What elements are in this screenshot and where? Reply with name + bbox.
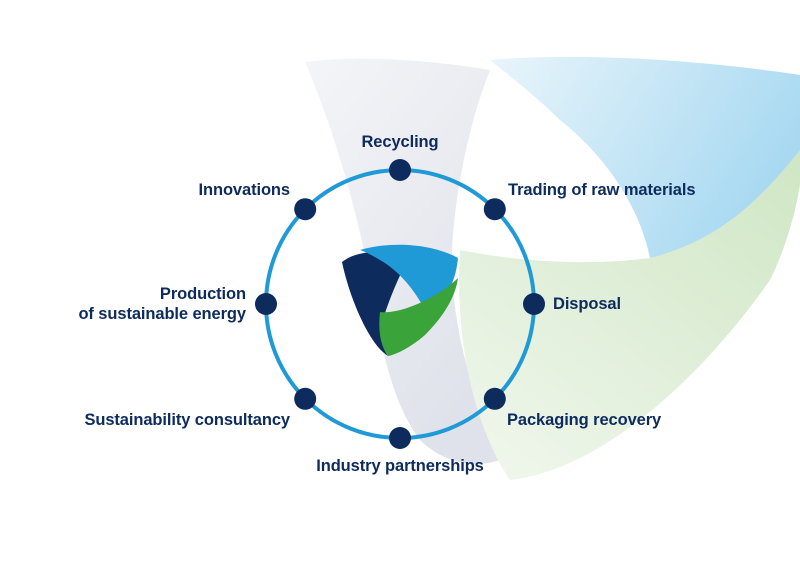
- node-dots: [255, 159, 545, 449]
- node-label-line-1: Production: [159, 285, 246, 303]
- logo-navy-segment: [342, 252, 405, 356]
- triangular-swirl-logo-icon: [342, 244, 458, 356]
- circle-node-icon: [483, 387, 506, 410]
- logo-green-segment: [379, 278, 458, 356]
- circle-node-icon: [389, 159, 411, 181]
- node-label-sustainability-consultancy: Sustainability consultancy: [84, 411, 290, 429]
- circle-node-icon: [483, 198, 506, 221]
- node-label-production-of-sustainable-energy: Production of sustainable energy: [40, 284, 246, 324]
- node-label-innovations: Innovations: [198, 181, 291, 199]
- circle-node-icon: [294, 387, 317, 410]
- circle-node-icon: [255, 293, 277, 315]
- swirl-blue-band: [490, 56, 800, 258]
- logo-blue-segment: [360, 244, 458, 310]
- circle-node-icon: [294, 198, 317, 221]
- circle-node-icon: [523, 293, 545, 315]
- node-label-packaging-recovery: Packaging recovery: [507, 411, 662, 429]
- node-label-industry-partnerships: Industry partnerships: [316, 457, 484, 475]
- node-label-trading-of-raw-materials: Trading of raw materials: [508, 181, 696, 199]
- node-label-line-2: of sustainable energy: [78, 305, 246, 323]
- circle-node-icon: [389, 427, 411, 449]
- swirl-green-band: [459, 150, 800, 480]
- node-label-disposal: Disposal: [553, 295, 621, 313]
- node-label-recycling: Recycling: [361, 133, 439, 151]
